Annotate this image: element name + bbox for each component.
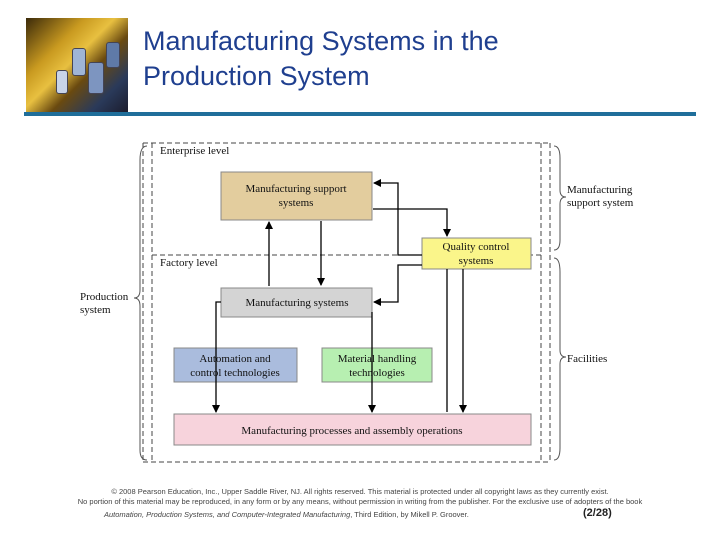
quality-text-1: Quality control [443,241,510,253]
quality-text-2: systems [459,255,494,267]
automation-text-1: Automation and [199,353,271,365]
book-citation: Automation, Production Systems, and Comp… [104,510,469,519]
mfg-support-box [220,171,373,221]
book-edition: , Third Edition, by Mikell P. Groover. [350,510,469,519]
automation-text-2: control technologies [190,367,280,379]
mfg-systems-box [220,287,373,318]
mfg-support-text-2: systems [279,197,314,209]
factory-level-label: Factory level [160,257,218,269]
processes-text: Manufacturing processes and assembly ope… [241,425,462,437]
slide-title: Manufacturing Systems in the Production … [143,24,703,94]
facilities-label: Facilities [567,353,607,365]
enterprise-level-label: Enterprise level [160,145,229,157]
mfg-systems-text: Manufacturing systems [246,297,349,309]
copyright-line-1: © 2008 Pearson Education, Inc., Upper Sa… [111,487,609,496]
automation-box [173,347,298,383]
title-divider [24,112,696,116]
right-brace-upper [553,145,567,251]
left-brace [133,145,148,461]
mfg-support-text-1: Manufacturing support [245,183,346,195]
material-text-2: technologies [349,367,405,379]
title-line-2: Production System [143,61,370,91]
production-system-label-2: system [80,304,111,316]
processes-box [173,413,532,446]
book-title: Automation, Production Systems, and Comp… [104,510,351,519]
right-brace-lower [553,257,567,461]
mfg-support-system-label-2: support system [567,197,634,209]
title-line-1: Manufacturing Systems in the [143,26,499,56]
production-system-label-1: Production [80,291,129,303]
mfg-support-system-label-1: Manufacturing [567,184,633,196]
outer-frame [142,142,551,463]
copyright-line-2: No portion of this material may be repro… [77,497,643,506]
quality-control-box [421,237,532,270]
page-number: (2/28) [583,507,612,519]
flow-arrows [212,179,467,413]
material-text-1: Material handling [338,353,417,365]
material-handling-box [321,347,433,383]
title-photo [26,18,128,114]
